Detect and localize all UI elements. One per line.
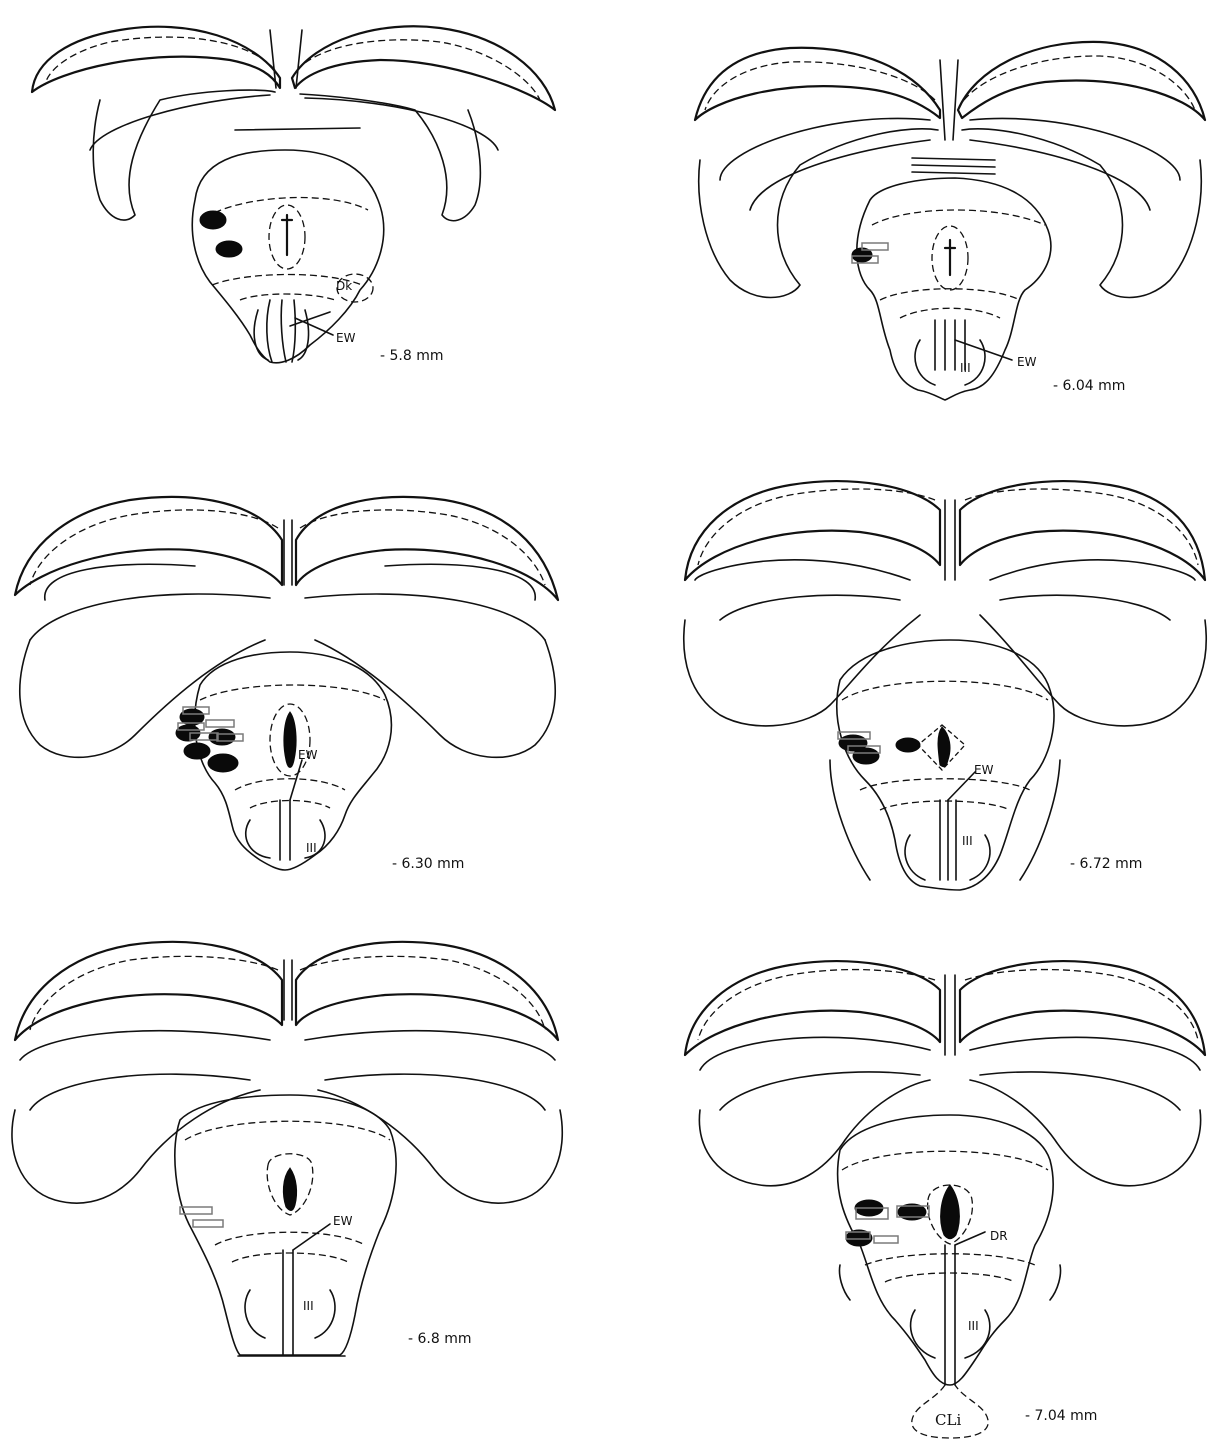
level-label-p3: - 6.30 mm: [392, 856, 464, 872]
label-iii-p6: III: [968, 1319, 979, 1333]
panel-6.8mm: EW III - 6.8 mm: [12, 942, 562, 1356]
filled-ellipse-marker: [853, 748, 879, 764]
open-rectangle-marker: [874, 1236, 898, 1243]
label-dr-p6: DR: [990, 1229, 1008, 1243]
filled-ellipse-marker: [208, 754, 238, 772]
open-rectangle-marker: [206, 720, 234, 727]
level-label-p5: - 6.8 mm: [408, 1331, 472, 1347]
label-iii-p2: III: [960, 361, 971, 375]
panel-6.72mm: EW III - 6.72 mm: [684, 481, 1206, 890]
level-label-p1: - 5.8 mm: [380, 348, 444, 364]
label-ew-p1: EW: [336, 331, 356, 345]
label-iii-p3: III: [306, 841, 317, 855]
label-ew-p4: EW: [974, 763, 994, 777]
label-ew-p3: EW: [298, 748, 318, 762]
level-label-p6: - 7.04 mm: [1025, 1408, 1097, 1424]
panel-5.8mm: Dk EW - 5.8 mm: [32, 26, 555, 364]
panel-6.04mm: EW III - 6.04 mm: [695, 42, 1205, 400]
level-label-p2: - 6.04 mm: [1053, 378, 1125, 394]
filled-ellipse-marker: [216, 241, 242, 257]
level-label-p4: - 6.72 mm: [1070, 856, 1142, 872]
label-iii-p4: III: [962, 834, 973, 848]
label-iii-p5: III: [303, 1299, 314, 1313]
filled-ellipse-marker: [896, 738, 920, 752]
label-ew-p5: EW: [333, 1214, 353, 1228]
label-ew-p2: EW: [1017, 355, 1037, 369]
filled-ellipse-marker: [184, 743, 210, 759]
panel-6.30mm: EW III - 6.30 mm: [15, 497, 558, 872]
filled-ellipse-marker: [200, 211, 226, 229]
label-cli-p6: CLi: [935, 1411, 961, 1429]
open-rectangle-marker: [193, 1220, 223, 1227]
label-dk-p1: Dk: [336, 279, 352, 293]
panel-7.04mm: DR III CLi - 7.04 mm: [685, 961, 1205, 1438]
filled-ellipse-marker: [209, 729, 235, 745]
